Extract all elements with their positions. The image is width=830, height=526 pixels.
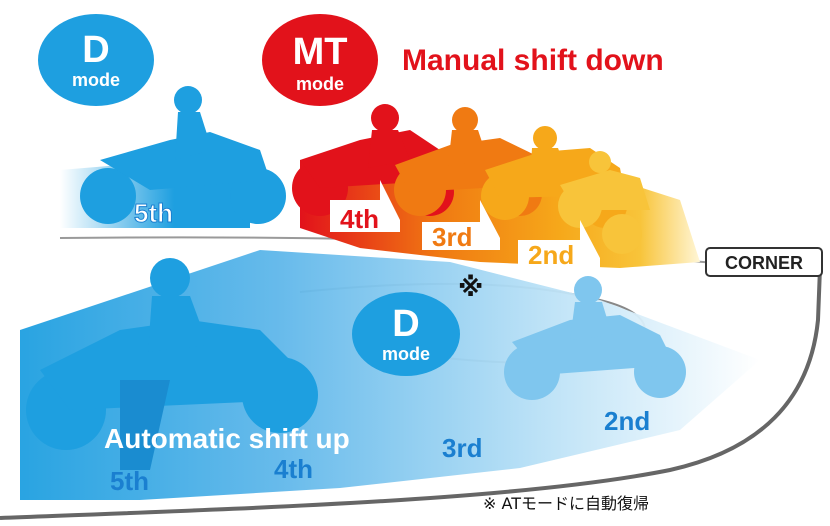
d-mode-badge-top-mode: mode bbox=[72, 70, 120, 90]
gear-label-auto-3rd: 3rd bbox=[442, 433, 482, 463]
mt-mode-badge-letters: MT bbox=[293, 31, 348, 73]
gear-plate-3rd bbox=[422, 200, 500, 250]
gear-label-mt-2nd: 2nd bbox=[528, 240, 574, 270]
mt-mode-badge: MT mode bbox=[262, 14, 378, 106]
note-mark: ※ bbox=[458, 272, 483, 302]
motorcycle-mt-yellow bbox=[558, 151, 650, 254]
automatic-shift-up-title: Automatic shift up bbox=[104, 423, 350, 454]
footnote: ※ ATモードに自動復帰 bbox=[483, 494, 649, 513]
gear-label-auto-5th: 5th bbox=[110, 466, 149, 496]
motorcycle-d-mode-top bbox=[80, 86, 286, 224]
gear-plate-4th bbox=[330, 180, 400, 232]
gear-label-mt-3rd: 3rd bbox=[432, 222, 472, 252]
motorcycle-automatic-front bbox=[26, 258, 318, 470]
mt-mode-badge-mode: mode bbox=[296, 74, 344, 94]
d-mode-badge-middle: D mode bbox=[352, 292, 460, 376]
road-lower-line bbox=[0, 267, 822, 520]
gear-plate-2nd bbox=[518, 220, 600, 270]
d-mode-badge-middle-mode: mode bbox=[382, 344, 430, 364]
gear-label-auto-2nd: 2nd bbox=[604, 406, 650, 436]
d-mode-badge-top-letter: D bbox=[82, 29, 109, 71]
d-mode-badge-middle-letter: D bbox=[392, 303, 419, 345]
gear-label-auto-4th: 4th bbox=[274, 454, 313, 484]
corner-sign: CORNER bbox=[705, 247, 823, 277]
gear-label-d-5th: 5th bbox=[134, 198, 173, 228]
manual-shift-down-title: Manual shift down bbox=[402, 44, 664, 77]
d-mode-badge-top: D mode bbox=[38, 14, 154, 106]
corner-label: CORNER bbox=[725, 253, 803, 273]
gear-label-mt-4th: 4th bbox=[340, 204, 379, 234]
motorcycle-automatic-back bbox=[504, 276, 686, 400]
